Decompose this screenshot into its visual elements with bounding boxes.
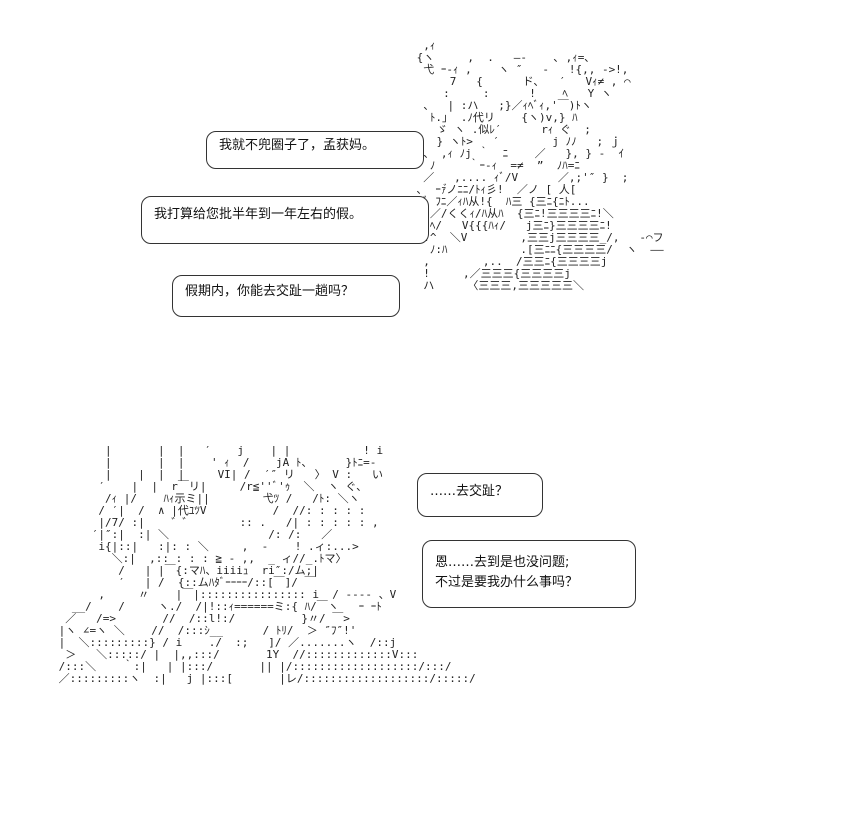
speech-bubble-1: 我就不兜圈子了，孟获妈。 — [206, 131, 424, 169]
speech-bubble-4: ……去交趾？ — [417, 473, 543, 517]
bubble-text: 假期内，你能去交趾一趟吗？ — [185, 284, 355, 299]
bubble-text-line-1: 恩……去到是也没问题; — [435, 555, 570, 570]
bubble-text: ……去交趾？ — [430, 484, 509, 499]
ascii-art-top-figure: ,ｨ {ヽ , . ―- ､ ,ｨ=､ 弋 ｰ‐ｨ , ヽ ″ - !{,, -… — [416, 39, 664, 292]
ascii-art-bottom-figure: | | | ′ j | | ! i | | | ' ｨ / jA ﾄ、 }ﾄﾆ=… — [58, 444, 476, 685]
speech-bubble-2: 我打算给您批半年到一年左右的假。 — [141, 196, 429, 244]
speech-bubble-3: 假期内，你能去交趾一趟吗？ — [172, 275, 400, 317]
bubble-text: 我打算给您批半年到一年左右的假。 — [154, 207, 363, 222]
speech-bubble-5: 恩……去到是也没问题; 不过是要我办什么事吗？ — [422, 540, 636, 608]
bubble-text: 我就不兜圈子了，孟获妈。 — [219, 138, 376, 153]
bubble-text-line-2: 不过是要我办什么事吗？ — [435, 575, 579, 590]
